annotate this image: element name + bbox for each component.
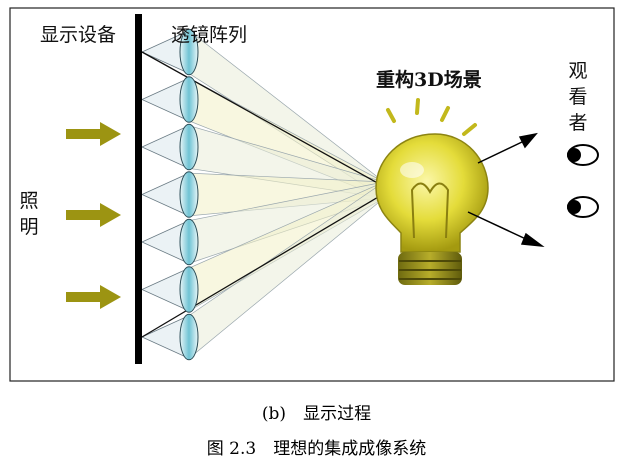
eye-icon [567,144,599,166]
eye-icon [567,196,599,218]
lens [179,28,199,76]
viewer-label: 观看者 [568,60,588,134]
chief-ray-top [141,51,391,191]
lens [179,123,199,171]
arrow-right-icon [66,122,121,146]
arrow-right-icon [66,203,121,227]
lens-array [179,28,199,361]
figure-caption: 图 2.3 理想的集成成像系统 [206,439,427,459]
subfigure-caption: (b) 显示过程 [261,404,372,424]
display-device-panel [135,14,142,364]
light-bulb-icon [375,98,489,285]
lens [179,218,199,266]
lens [179,266,199,313]
lens-array-label: 透镜阵列 [171,24,248,46]
light-beams [141,29,391,360]
display-device-label: 显示设备 [40,24,117,46]
arrow-right-icon [66,285,121,309]
viewer-rays [467,132,545,248]
illumination-arrows [66,122,121,309]
lens [179,171,199,218]
reconstructed-scene-label: 重构3D场景 [376,69,482,91]
lens [179,313,199,361]
illumination-label: 照明 [19,190,39,238]
chief-ray-bottom [141,189,391,338]
lens [179,76,199,123]
